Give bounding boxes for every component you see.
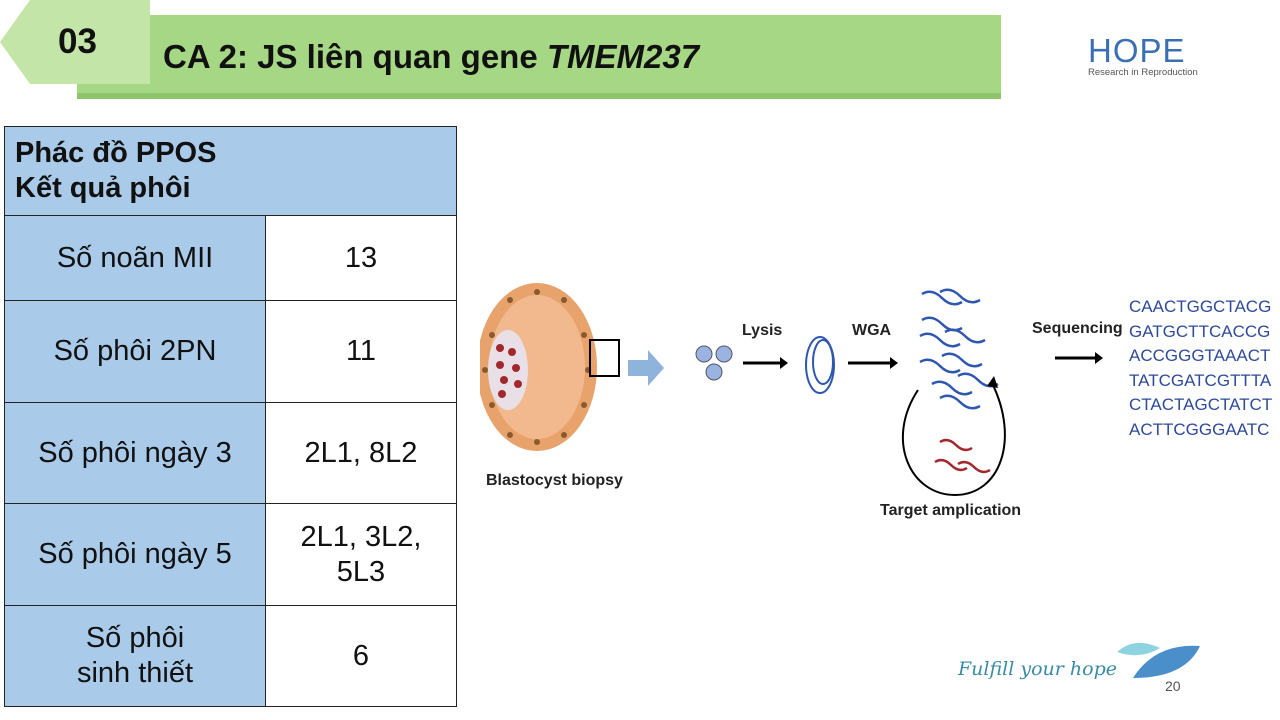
page-title: CA 2: JS liên quan gene TMEM237 — [163, 38, 699, 76]
sequence-line: ACCGGGTAAACT — [1129, 346, 1271, 365]
title-prefix: CA 2: JS liên quan gene — [163, 38, 547, 75]
target-dna-icon — [934, 438, 991, 474]
hope-logo: HOPE Research in Reproduction — [1088, 34, 1203, 78]
dna-coil-icon — [805, 336, 835, 394]
arrow-icon — [628, 350, 664, 386]
sequence-line: TATCGATCGTTTA — [1129, 370, 1272, 390]
logo-name: HOPE — [1088, 32, 1186, 69]
row-value: 11 — [265, 300, 457, 403]
title-gene: TMEM237 — [546, 38, 700, 75]
sequence-line: ACTTCGGGAATC — [1129, 419, 1270, 439]
row-label: Số phôi 2PN — [4, 300, 266, 403]
sequence-line: CAACTGGCTACG — [1129, 297, 1272, 316]
cycle-arrow-icon — [901, 382, 1006, 497]
lysis-label: Lysis — [742, 322, 783, 339]
leaf-logo-icon — [1117, 642, 1200, 678]
section-number: 03 — [58, 22, 97, 61]
row-label: Số phôi ngày 3 — [4, 402, 266, 504]
pgt-workflow-diagram — [480, 283, 1103, 497]
wga-label: WGA — [852, 322, 892, 339]
page-number: 20 — [1165, 678, 1181, 694]
header-line-2: Kết quả phôi — [15, 172, 191, 204]
sequence-line: CTACTAGCTATCT — [1129, 395, 1273, 414]
blastocyst-icon — [480, 283, 620, 451]
sequence-list: CAACTGGCTACG GATGCTTCACCG ACCGGGTAAACT T… — [1129, 295, 1272, 442]
title-bar — [77, 15, 1001, 99]
target-amplification-label: Target amplication — [880, 502, 1022, 519]
row-value: 2L1, 3L2, 5L3 — [265, 503, 457, 606]
row-label: Số phôi sinh thiết — [4, 605, 266, 707]
section-badge — [0, 0, 150, 84]
row-value: 13 — [265, 215, 457, 301]
footer-slogan: Fulfill your hope — [958, 658, 1117, 680]
amplified-dna-icon — [919, 288, 999, 410]
blastocyst-label: Blastocyst biopsy — [486, 472, 623, 489]
row-value: 2L1, 8L2 — [265, 402, 457, 504]
row-value: 6 — [265, 605, 457, 707]
sequence-line: GATGCTTCACCG — [1129, 321, 1271, 341]
row-label: Số noãn MII — [4, 215, 266, 301]
logo-tagline: Research in Reproduction — [1088, 67, 1198, 78]
row-label: Số phôi ngày 5 — [4, 503, 266, 606]
header-line-1: Phác đồ PPOS — [15, 137, 217, 170]
sequencing-label: Sequencing — [1032, 320, 1123, 337]
cells-icon — [695, 345, 733, 381]
